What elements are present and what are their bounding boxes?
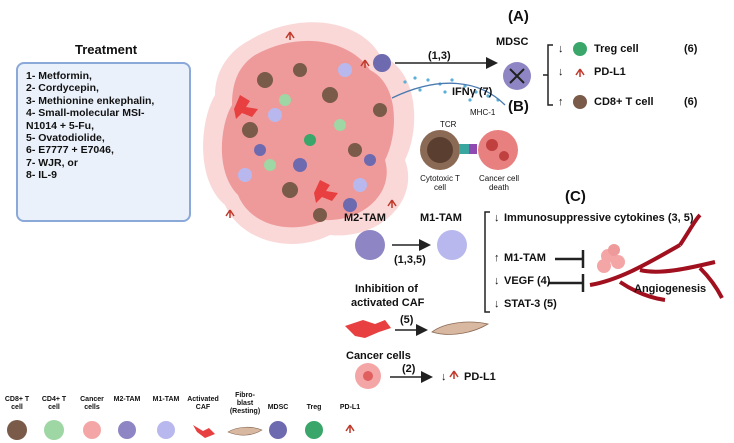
treatment-item: 1- Metformin, [26, 70, 92, 82]
cd8-direction: ↑ [558, 96, 564, 108]
cancer-cell-death-label: Cancer cell death [478, 174, 519, 192]
pdl1-down-arrow: ↓ [441, 371, 447, 383]
legend-pd-l1-icon [345, 424, 355, 433]
panel-c-letter: (C) [565, 188, 586, 205]
legend-label: Activated CAF [187, 396, 219, 411]
cytokines-label: Immunosuppressive cytokines (3, 5) [504, 212, 694, 224]
legend-label: M1-TAM [152, 396, 180, 403]
cd8-ref: (6) [684, 96, 698, 108]
caf-title-line2: activated CAF [351, 297, 425, 309]
treg-direction: ↓ [558, 43, 564, 55]
pdl1-direction: ↓ [558, 66, 564, 78]
treatment-item: 3- Methionine enkephalin, [26, 94, 155, 107]
stat3-label: STAT-3 (5) [504, 298, 557, 310]
tumor-mass-icon [203, 22, 415, 244]
tam-arrow-label: (1,3,5) [394, 254, 426, 266]
cd8-label: CD8+ T cell [594, 96, 654, 108]
treatment-item: 8- IL-9 [26, 169, 57, 182]
pd-l1-icon [575, 68, 585, 77]
tcr-label: TCR [440, 120, 457, 129]
legend-label: Treg [306, 404, 322, 411]
vegf-direction: ↓ [494, 275, 500, 287]
cancer-cell-fragment [499, 151, 509, 161]
mdsc-cell-icon [373, 54, 391, 72]
m1-effect-label: M1-TAM [504, 252, 546, 264]
mdsc-label: MDSC [496, 36, 529, 48]
pdl1-down-label: PD-L1 [464, 371, 496, 383]
fibroblast-icon [431, 321, 490, 335]
cancer-cell-nucleus [363, 371, 373, 381]
cytokines-direction: ↓ [494, 212, 500, 224]
ifn-gamma-dots-icon [403, 76, 500, 102]
legend-cd4-icon [44, 420, 64, 440]
cytotoxic-t-cell-nucleus [427, 137, 453, 163]
m2-tam-label: M2-TAM [344, 212, 386, 224]
caf-arrow-label: (5) [400, 314, 414, 326]
mhc-1-label: MHC-1 [470, 108, 496, 117]
tumor-cluster-icon [597, 244, 625, 273]
legend-cd8-icon [7, 420, 27, 440]
legend-mdsc-icon [269, 421, 287, 439]
stat3-direction: ↓ [494, 298, 500, 310]
cancer-arrow-label: (2) [402, 363, 416, 375]
cytotoxic-t-cell-label: Cytotoxic T cell [420, 174, 460, 192]
legend-label: CD8+ T cell [4, 396, 30, 411]
treatment-item: 7- WJR, or [26, 156, 78, 169]
m1-direction: ↑ [494, 252, 500, 264]
legend-label: Fibro-blast (Resting) [229, 392, 261, 415]
ifn-gamma-label: IFNγ (7) [452, 86, 493, 98]
treatment-title: Treatment [75, 42, 138, 57]
dying-cancer-cell-icon [478, 130, 518, 170]
m2-tam-icon [355, 230, 385, 260]
panel-c-bracket [484, 211, 490, 313]
cancer-cells-title: Cancer cells [346, 350, 411, 362]
legend-label: PD-L1 [339, 404, 361, 411]
treatment-item: 4- Small-molecular MSI- [26, 107, 145, 120]
legend-label: Cancer cells [80, 396, 104, 411]
cd8-t-cell-icon [573, 95, 587, 109]
ifn-arrow [391, 82, 506, 106]
panel-b-letter: (B) [508, 98, 529, 115]
m1-tam-label: M1-TAM [420, 212, 462, 224]
angiogenesis-vessels-icon [589, 213, 724, 302]
legend-label: M2-TAM [113, 396, 141, 403]
cancer-cell-fragment [486, 139, 498, 151]
legend-cancer-icon [83, 421, 101, 439]
treg-label: Treg cell [594, 43, 639, 55]
m1-tam-icon [437, 230, 467, 260]
treatment-item: 5- Ovatodiolide, [26, 132, 105, 145]
panel-a-arrow-label: (1,3) [428, 50, 451, 62]
treg-ref: (6) [684, 43, 698, 55]
legend-icons [7, 420, 355, 440]
legend-label: CD4+ T cell [41, 396, 67, 411]
mhc-1-icon [469, 144, 477, 154]
panel-a-letter: (A) [508, 8, 529, 25]
legend-fibroblast-icon [227, 426, 263, 436]
pd-l1-icon [449, 370, 459, 379]
legend-label: MDSC [267, 404, 289, 411]
treg-cell-icon [573, 42, 587, 56]
bracket [543, 44, 553, 106]
pdl1-label: PD-L1 [594, 66, 626, 78]
legend-m1-icon [157, 421, 175, 439]
activated-caf-icon [345, 320, 391, 338]
angiogenesis-label: Angiogenesis [634, 283, 707, 295]
vegf-label: VEGF (4) [504, 275, 551, 287]
legend-caf-icon [193, 425, 215, 438]
treatment-list: 1- Metformin, 2- Cordycepin, 3- Methioni… [16, 62, 191, 222]
legend-treg-icon [305, 421, 323, 439]
legend-m2-icon [118, 421, 136, 439]
caf-title-line1: Inhibition of [355, 283, 418, 295]
tcr-icon [459, 144, 469, 154]
treatment-item: 6- E7777 + E7046, [26, 144, 114, 157]
treatment-item: 2- Cordycepin, [26, 82, 99, 95]
inhibit-x-icon [509, 68, 525, 84]
treatment-item: N1014 + 5-Fu, [26, 119, 94, 132]
